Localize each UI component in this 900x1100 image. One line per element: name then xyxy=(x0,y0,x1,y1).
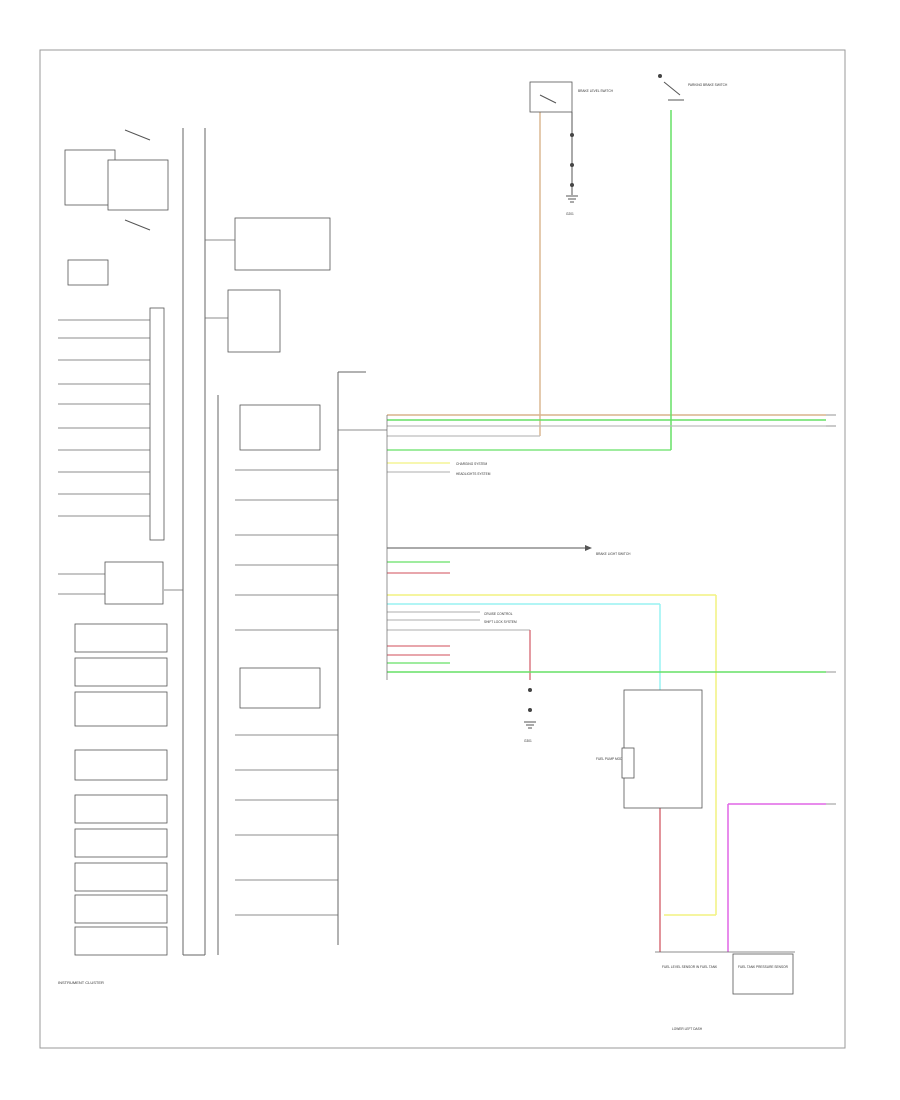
fuel-tank-pressure-sensor-box xyxy=(732,953,794,995)
ground-icon xyxy=(566,195,578,203)
module-left-10 xyxy=(74,862,168,892)
diagram-title: INSTRUMENT CLUSTER xyxy=(58,980,104,985)
diagram-frame xyxy=(39,49,846,1049)
module-center-2 xyxy=(227,289,281,353)
pin xyxy=(528,708,532,712)
fuel-level-sensor-resistor xyxy=(621,747,635,779)
parking-brake-switch-label: PARKING BRAKE SWITCH xyxy=(688,83,728,87)
switch-contact-1 xyxy=(124,129,151,141)
fuel-tank-pressure-sensor-label: FUEL TANK PRESSURE SENSOR xyxy=(738,965,789,969)
fuel-pump-module-box xyxy=(623,689,703,809)
module-left-12 xyxy=(74,926,168,956)
arrow-brake-light xyxy=(585,545,592,551)
module-left-2 xyxy=(67,259,109,286)
module-upper-left xyxy=(64,149,116,206)
shift-lock-system-label: SHIFT LOCK SYSTEM xyxy=(484,620,517,624)
fuel-level-sensor-label: FUEL LEVEL SENSOR IN FUEL TANK xyxy=(662,965,718,969)
ground-icon xyxy=(524,721,536,729)
module-left-11 xyxy=(74,894,168,924)
ground-g301-label: G301 xyxy=(524,739,532,743)
module-upper-left-b xyxy=(107,159,169,211)
module-left-4 xyxy=(74,623,168,653)
module-left-3 xyxy=(104,561,164,605)
brake-light-switch-label: BRAKE LIGHT SWITCH xyxy=(596,552,631,556)
parking-brake-switch xyxy=(658,74,684,101)
pin xyxy=(570,183,574,187)
connector-block-left xyxy=(149,307,165,541)
lower-left-dash-label: LOWER LEFT DASH xyxy=(672,1027,703,1031)
pin xyxy=(570,133,574,137)
left-wire-group xyxy=(58,319,183,595)
switch-contact-2 xyxy=(124,219,151,231)
fuel-pump-module-label: FUEL PUMP MODULE xyxy=(596,757,629,761)
charging-system-label: CHARGING SYSTEM xyxy=(456,462,488,466)
brake-level-switch-box xyxy=(529,81,573,113)
cruise-control-label: CRUISE CONTROL xyxy=(484,612,513,616)
brake-switch-contact xyxy=(539,94,557,104)
module-center-4 xyxy=(239,667,321,709)
module-center-1 xyxy=(234,217,331,271)
headlights-system-label: HEADLIGHTS SYSTEM xyxy=(456,472,491,476)
pin xyxy=(570,163,574,167)
ground-g201-label: G201 xyxy=(566,212,574,216)
brake-level-switch-label: BRAKE LEVEL SWITCH xyxy=(578,89,614,93)
module-left-5 xyxy=(74,657,168,687)
pin xyxy=(528,688,532,692)
center-wire-group xyxy=(235,429,387,916)
module-left-9 xyxy=(74,828,168,858)
module-left-8 xyxy=(74,794,168,824)
module-left-7 xyxy=(74,749,168,781)
module-center-3 xyxy=(239,404,321,451)
module-left-6 xyxy=(74,691,168,727)
